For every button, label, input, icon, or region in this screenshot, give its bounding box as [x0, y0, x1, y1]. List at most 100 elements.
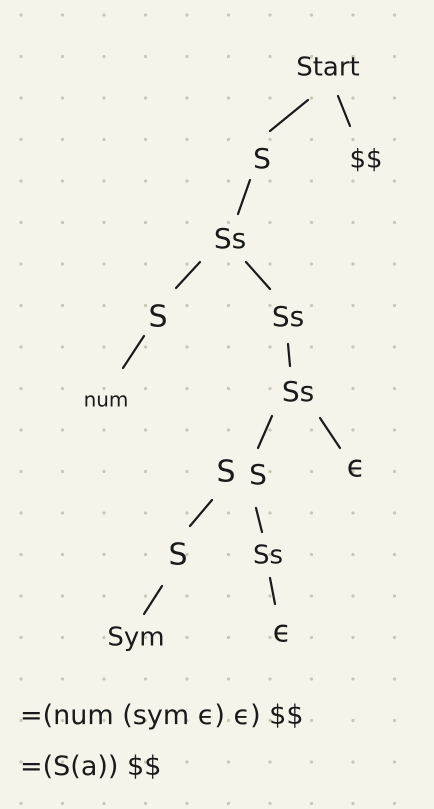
grid-dot	[226, 635, 231, 640]
grid-dot	[60, 594, 65, 598]
grid-dot	[268, 428, 272, 432]
tree-node-ss1: Ss	[214, 222, 246, 255]
grid-dot	[392, 801, 397, 806]
grid-dot	[19, 179, 23, 183]
grid-dot	[226, 54, 231, 59]
grid-dot	[351, 428, 355, 432]
grid-dot	[143, 428, 148, 432]
grid-dot	[185, 428, 189, 432]
grid-dot	[60, 552, 65, 557]
grid-dot	[143, 677, 148, 681]
derivation-line-2: =(S(a)) $$	[20, 751, 161, 782]
tree-edge-s3-s4	[188, 498, 214, 528]
grid-dot	[392, 262, 397, 266]
grid-dot	[392, 13, 397, 17]
grid-dot	[102, 594, 106, 598]
grid-dot	[351, 13, 355, 17]
grid-dot	[19, 54, 23, 59]
grid-dot	[309, 801, 314, 806]
grid-dot	[19, 303, 23, 308]
grid-dot	[60, 303, 65, 308]
grid-dot	[19, 220, 23, 225]
grid-dot	[19, 552, 23, 557]
grid-dot	[60, 386, 65, 391]
grid-dot	[351, 552, 355, 557]
grid-dot	[102, 677, 106, 681]
grid-dot	[143, 635, 148, 640]
grid-dot	[309, 552, 314, 557]
grid-dot	[102, 760, 106, 764]
grid-dot	[226, 345, 231, 349]
grid-dot	[185, 137, 189, 142]
grid-dot	[309, 54, 314, 59]
tree-node-s2: S	[148, 300, 167, 335]
grid-dot	[226, 96, 231, 100]
grid-dot	[351, 345, 355, 349]
grid-dot	[392, 594, 397, 598]
grid-dot	[268, 345, 272, 349]
grid-dot	[102, 13, 106, 17]
tree-edge-s4-sym	[142, 584, 164, 616]
grid-dot	[309, 13, 314, 17]
tree-node-ss2: Ss	[272, 300, 304, 333]
grid-dot	[102, 303, 106, 308]
grid-dot	[19, 96, 23, 100]
grid-dot	[102, 54, 106, 59]
grid-dot	[143, 718, 148, 723]
grid-dot	[226, 677, 231, 681]
grid-dot	[268, 303, 272, 308]
tree-node-sym: Sym	[107, 623, 164, 653]
grid-dot	[60, 262, 65, 266]
grid-dot	[226, 594, 231, 598]
grid-dot	[185, 303, 189, 308]
tree-node-ss4_s: S	[249, 458, 267, 491]
grid-dot	[102, 469, 106, 474]
grid-dot	[60, 635, 65, 640]
grid-dot	[19, 13, 23, 17]
grid-dot	[19, 137, 23, 142]
grid-dot	[392, 469, 397, 474]
grid-dot	[309, 511, 314, 515]
grid-dot	[309, 345, 314, 349]
grid-dot	[185, 469, 189, 474]
grid-dot	[19, 677, 23, 681]
grid-dot	[143, 220, 148, 225]
grid-dot	[19, 262, 23, 266]
grid-dot	[60, 137, 65, 142]
derivation-lines: =(num (sym ϵ) ϵ) $$ =(S(a)) $$	[20, 700, 304, 782]
grid-dot	[309, 137, 314, 142]
grid-dot	[351, 220, 355, 225]
grid-dot	[185, 677, 189, 681]
grid-dot	[60, 718, 65, 723]
grid-dot	[143, 262, 148, 266]
grid-dot	[309, 262, 314, 266]
grid-dot	[19, 386, 23, 391]
grid-dot	[392, 137, 397, 142]
grid-dot	[143, 386, 148, 391]
grid-dot	[392, 511, 397, 515]
tree-node-s4: S	[168, 538, 187, 573]
tree-edge-ss5-eps2	[268, 576, 277, 606]
grid-dot	[392, 54, 397, 59]
grid-dot	[60, 428, 65, 432]
grid-dot	[226, 428, 231, 432]
grid-dot	[226, 303, 231, 308]
grid-dot	[309, 96, 314, 100]
grid-dot	[19, 594, 23, 598]
grid-dot	[185, 594, 189, 598]
grid-dot	[268, 552, 272, 557]
tree-edge-start-s1	[268, 98, 310, 133]
grid-dot	[392, 718, 397, 723]
tree-edge-ss1-s2	[174, 260, 202, 290]
grid-dot	[185, 179, 189, 183]
grid-dot	[102, 511, 106, 515]
grid-dot	[19, 345, 23, 349]
grid-dot	[102, 428, 106, 432]
grid-dot	[226, 511, 231, 515]
grid-dot	[351, 96, 355, 100]
grid-dot	[185, 96, 189, 100]
grid-dot	[60, 345, 65, 349]
grid-dot	[268, 262, 272, 266]
grid-dot	[185, 13, 189, 17]
grid-dot	[185, 386, 189, 391]
